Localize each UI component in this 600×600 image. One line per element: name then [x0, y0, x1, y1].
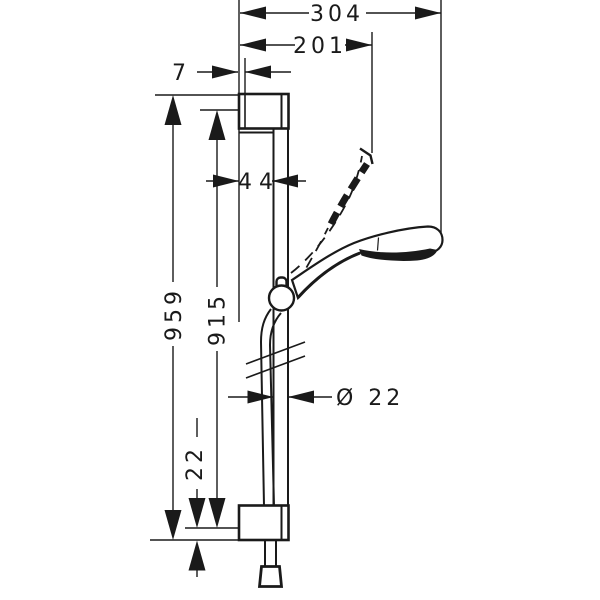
dim-304-label: 304 [310, 2, 364, 27]
holder-ball [267, 284, 296, 312]
dashed-upper-edge [290, 155, 363, 274]
hand-shower-horizontal [290, 225, 444, 301]
arrowhead-icon [208, 498, 226, 528]
arrowhead-icon [212, 65, 238, 79]
dimension-diameter-22: Ø 22 [228, 386, 404, 411]
arrowhead-icon [188, 498, 206, 528]
dim-201-label: 201 [293, 34, 347, 59]
arrowhead-icon [164, 510, 182, 540]
hose-cone-nut [257, 565, 284, 588]
arrowhead-icon [346, 38, 372, 52]
arrowhead-icon [240, 6, 266, 20]
arrowhead-icon [213, 174, 239, 188]
rail-break-symbol [245, 341, 306, 379]
hand-shower-outline [290, 225, 444, 301]
arrowhead-icon [247, 390, 274, 404]
dimension-304: 304 [240, 2, 441, 27]
top-bracket-body [237, 92, 290, 130]
dim-959-label: 959 [162, 287, 187, 341]
dimension-7: 7 [172, 61, 291, 86]
dim-diameter-label: Ø 22 [336, 386, 404, 411]
dimension-44: 44 [206, 170, 306, 195]
dimension-22: 22 [183, 418, 208, 577]
spray-face [359, 248, 438, 261]
arrowhead-icon [188, 540, 206, 571]
hose-right-edge [268, 312, 282, 507]
break-line-upper [245, 341, 306, 365]
dim-7-label: 7 [172, 61, 190, 86]
hose-left-edge [259, 308, 272, 507]
arrowhead-icon [288, 390, 314, 404]
slider-holder [267, 276, 296, 312]
dashed-head-tip [359, 147, 374, 165]
dim-915-label: 915 [206, 292, 231, 346]
hose-end-fitting [257, 540, 284, 588]
dimension-959: 959 [162, 95, 187, 540]
dimension-201: 201 [240, 34, 372, 59]
dimension-915: 915 [206, 110, 231, 528]
arrowhead-icon [245, 65, 271, 79]
arrowhead-icon [240, 38, 266, 52]
shower-hose [259, 308, 282, 507]
product-views [237, 92, 444, 588]
arrowhead-icon [164, 95, 182, 125]
top-wall-bracket [237, 92, 290, 134]
arrowhead-icon [415, 6, 441, 20]
extension-lines [150, 0, 442, 541]
arrowhead-icon [208, 110, 226, 140]
handle-underside [296, 251, 361, 299]
bottom-wall-bracket [237, 504, 290, 542]
break-line-lower [245, 355, 306, 379]
arrowhead-icon [272, 174, 298, 188]
dashed-spray-face [327, 162, 370, 226]
bottom-bracket-body [237, 504, 290, 542]
dim-44-label: 44 [238, 170, 280, 195]
head-joint-line [376, 237, 380, 251]
dim-22-label: 22 [183, 445, 208, 481]
